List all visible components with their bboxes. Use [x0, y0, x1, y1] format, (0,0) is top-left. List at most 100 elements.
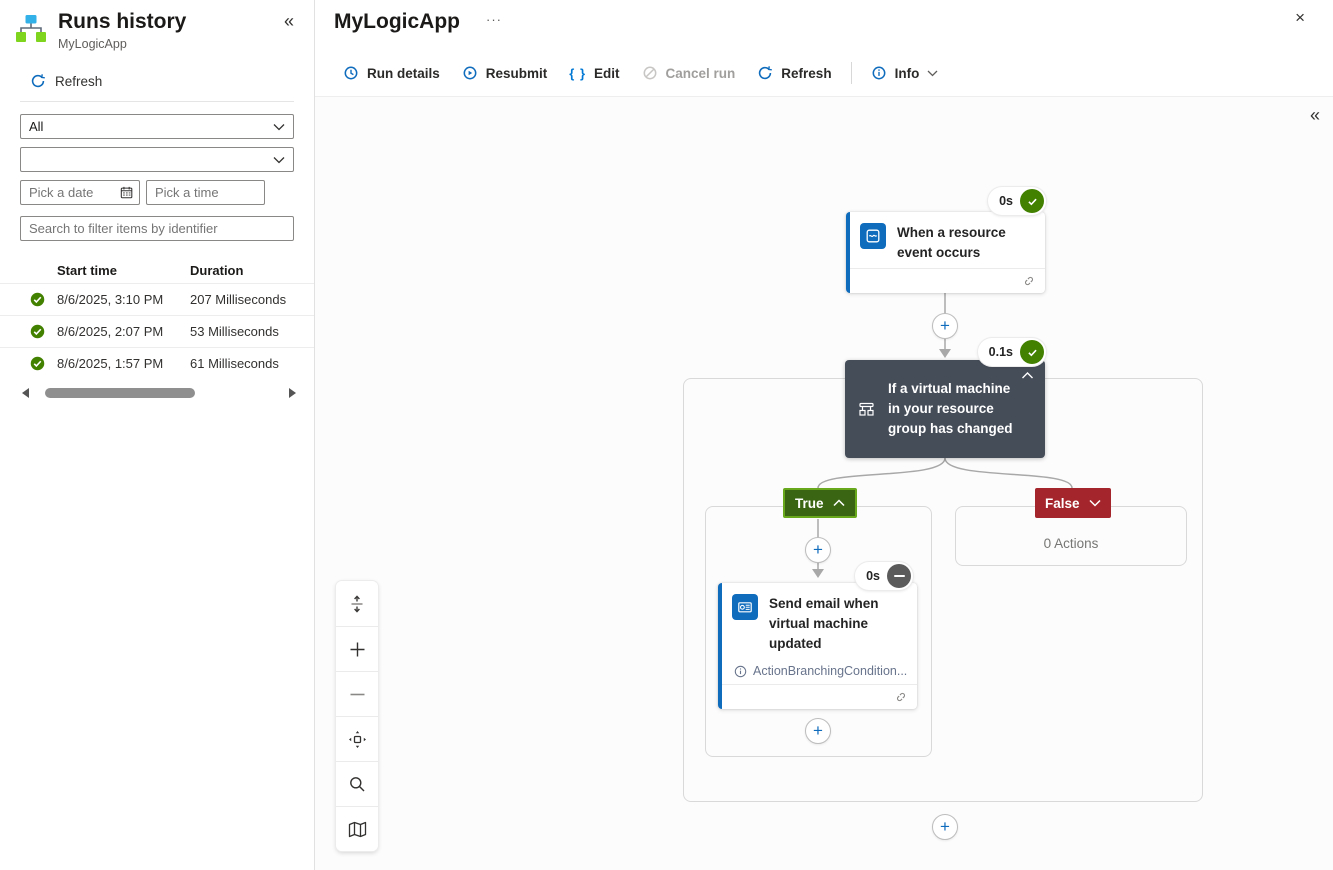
time-input[interactable]: [155, 185, 258, 200]
more-options-icon[interactable]: ···: [486, 12, 502, 27]
command-bar: Run details Resubmit { } Edit Cancel run: [315, 50, 1333, 97]
run-start-time: 8/6/2025, 3:10 PM: [57, 292, 164, 307]
connection-icon[interactable]: [894, 690, 908, 704]
runs-history-panel: Runs history MyLogicApp « Refresh All: [0, 0, 315, 870]
panel-subtitle: MyLogicApp: [58, 37, 127, 51]
table-row[interactable]: 8/6/2025, 3:10 PM 207 Milliseconds: [0, 283, 314, 315]
resubmit-button[interactable]: Resubmit: [451, 57, 559, 89]
panel-header: Runs history MyLogicApp «: [0, 0, 314, 51]
identifier-search[interactable]: [20, 216, 294, 241]
action-title: Send email when virtual machine updated: [769, 596, 879, 651]
collapse-card-chevron-icon[interactable]: [1019, 369, 1036, 382]
run-details-button[interactable]: Run details: [332, 57, 451, 89]
page-title: MyLogicApp: [334, 10, 460, 33]
event-grid-icon: [860, 223, 886, 249]
fit-to-window-button[interactable]: [336, 581, 378, 626]
true-branch-badge[interactable]: True: [783, 488, 857, 518]
identifier-search-input[interactable]: [29, 221, 285, 236]
run-duration: 207 Milliseconds: [190, 292, 287, 307]
info-icon: [734, 665, 747, 677]
map-icon: [348, 821, 366, 837]
calendar-icon: [120, 186, 133, 199]
filters: All: [0, 102, 314, 241]
panel-refresh-button[interactable]: Refresh: [30, 73, 314, 89]
panel-title: Runs history: [58, 10, 187, 33]
run-start-time: 8/6/2025, 1:57 PM: [57, 356, 164, 371]
condition-branch-icon: [857, 400, 876, 419]
date-picker[interactable]: [20, 180, 140, 205]
chevron-down-icon: [273, 123, 285, 130]
history-clock-icon: [344, 66, 358, 80]
action-note: ActionBranchingCondition...: [722, 662, 917, 684]
pan-mode-button[interactable]: [336, 716, 378, 761]
action-duration: 0s: [866, 569, 880, 583]
run-duration: 53 Milliseconds: [190, 324, 279, 339]
minus-icon: [350, 693, 364, 695]
column-duration: Duration: [190, 262, 244, 278]
date-input[interactable]: [29, 185, 120, 200]
trigger-duration: 0s: [999, 194, 1013, 208]
minimap-button[interactable]: [336, 806, 378, 851]
scroll-left-arrow[interactable]: [22, 388, 29, 398]
horizontal-scrollbar[interactable]: [22, 387, 296, 399]
search-icon: [350, 777, 365, 792]
trigger-status-badge: 0s: [988, 187, 1046, 215]
zoom-out-button[interactable]: [336, 671, 378, 716]
runs-table: Start time Duration 8/6/2025, 3:10 PM 20…: [0, 257, 314, 399]
connection-icon[interactable]: [1022, 274, 1036, 288]
action-note-text: ActionBranchingCondition...: [753, 664, 908, 678]
run-duration: 61 Milliseconds: [190, 356, 279, 371]
panel-refresh-label: Refresh: [55, 73, 103, 89]
scrollbar-track[interactable]: [35, 388, 283, 398]
condition-card[interactable]: If a virtual machine in your resource gr…: [845, 360, 1045, 458]
refresh-icon: [759, 66, 773, 80]
status-filter-value: All: [29, 119, 44, 134]
table-row[interactable]: 8/6/2025, 2:07 PM 53 Milliseconds: [0, 315, 314, 347]
edit-button[interactable]: { } Edit: [558, 57, 630, 89]
refresh-button[interactable]: Refresh: [746, 57, 842, 89]
cancel-run-button: Cancel run: [631, 57, 747, 89]
scroll-right-arrow[interactable]: [289, 388, 296, 398]
code-braces-icon: { }: [569, 65, 587, 81]
chevron-up-icon: [832, 499, 845, 507]
toolbar-divider: [850, 62, 852, 84]
secondary-filter-dropdown[interactable]: [20, 147, 294, 172]
canvas-zoom-toolbar: [336, 581, 378, 851]
logic-app-icon: [14, 14, 48, 46]
info-button[interactable]: Info: [860, 57, 950, 89]
insert-step-button[interactable]: +: [805, 718, 831, 744]
insert-step-button[interactable]: +: [932, 814, 958, 840]
action-card[interactable]: Send email when virtual machine updated …: [718, 583, 917, 709]
info-icon: [872, 66, 886, 80]
status-filter-dropdown[interactable]: All: [20, 114, 294, 139]
skipped-status-icon: [887, 564, 911, 588]
divider: [20, 101, 294, 102]
canvas-collapse-button[interactable]: «: [1309, 105, 1320, 125]
table-row[interactable]: 8/6/2025, 1:57 PM 61 Milliseconds: [0, 347, 314, 379]
scrollbar-thumb[interactable]: [45, 388, 195, 398]
action-status-badge: 0s: [855, 562, 913, 590]
cancel-icon: [643, 66, 656, 80]
panel-collapse-button[interactable]: «: [278, 10, 300, 32]
condition-status-badge: 0.1s: [977, 338, 1046, 366]
trigger-card[interactable]: When a resource event occurs: [846, 212, 1045, 293]
fit-vertical-icon: [351, 594, 363, 613]
condition-duration: 0.1s: [988, 345, 1013, 359]
search-button[interactable]: [336, 761, 378, 806]
main-header: MyLogicApp ··· ×: [315, 0, 1333, 50]
column-start-time: Start time: [57, 262, 117, 278]
refresh-icon: [31, 74, 45, 88]
workflow-canvas[interactable]: « 0 Actions When a resource: [315, 97, 1333, 870]
insert-step-button[interactable]: +: [805, 537, 831, 563]
trigger-title: When a resource event occurs: [897, 225, 1006, 260]
close-icon[interactable]: ×: [1295, 8, 1305, 27]
chevron-down-icon: [273, 156, 285, 163]
chevron-down-icon: [927, 70, 938, 76]
condition-title: If a virtual machine in your resource gr…: [888, 381, 1013, 436]
zoom-in-button[interactable]: [336, 626, 378, 671]
main-area: MyLogicApp ··· × Run details Resubmit { …: [315, 0, 1333, 870]
false-branch-badge[interactable]: False: [1035, 488, 1111, 518]
outlook-icon: [732, 594, 758, 620]
time-picker[interactable]: [146, 180, 265, 205]
insert-step-button[interactable]: +: [932, 313, 958, 339]
